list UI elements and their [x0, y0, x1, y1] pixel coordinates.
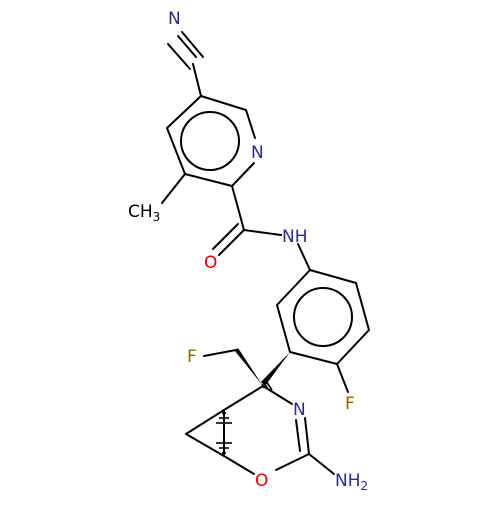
bond-py-n1-c2	[231, 162, 255, 187]
bond-ar-c4-c5	[289, 351, 338, 365]
bond-ar-f	[336, 363, 349, 393]
bond-ar-c6-c1	[276, 269, 311, 306]
atom-label-oxazine-n: N	[293, 400, 306, 420]
bond-py-c4-c5	[166, 95, 202, 129]
atom-label-amide-nh: NH	[282, 227, 308, 247]
bond-nitrile-triple-1	[167, 43, 191, 70]
hash-wedge-ca	[216, 412, 232, 424]
bond-cb-cp	[185, 433, 225, 457]
bond-ca-cp	[185, 409, 225, 435]
bond-ar-c2-c3	[355, 282, 370, 331]
bond-py-c5-c6	[200, 95, 247, 111]
hash-wedge-quaternary	[261, 380, 273, 391]
bond-methyl	[161, 173, 186, 204]
wedge-aryl-quaternary	[261, 352, 290, 386]
atom-label-methyl: CH3	[128, 202, 160, 224]
bond-n-c-amidine-1	[304, 417, 310, 455]
atom-label-carbonyl-o: O	[204, 253, 217, 273]
bond-nitrile-n-c	[177, 35, 197, 58]
bond-c2-carbonyl	[231, 185, 245, 231]
atom-label-methyl-sub: 3	[153, 210, 161, 224]
bond-py-c6-n1	[245, 109, 256, 139]
atom-label-amine: NH2	[335, 471, 368, 493]
pyridine-aromatic-ring	[180, 111, 240, 171]
bond-py-c3-c4	[166, 127, 186, 175]
bond-nh-aryl	[297, 243, 311, 271]
atom-label-pyridine-n: N	[251, 143, 264, 163]
wedge-ch2f	[235, 348, 263, 386]
bond-o-cb	[223, 455, 255, 475]
bond-ar-c1-c2	[309, 269, 357, 284]
bond-carbonyl-o-1	[218, 229, 245, 256]
bond-ch2-f	[203, 349, 237, 357]
bond-nitrile-c-ring	[192, 63, 202, 97]
atom-label-oxazine-o: O	[255, 471, 268, 491]
phenyl-aromatic-ring	[293, 287, 353, 347]
atom-label-fluoromethyl-f: F	[187, 347, 197, 367]
bond-c-o	[275, 453, 310, 471]
atom-label-nitrile-n: N	[168, 9, 181, 29]
bond-c-nh2	[308, 453, 335, 475]
bond-n-c-amidine-2	[295, 419, 301, 452]
atom-label-amine-base: NH	[335, 471, 361, 491]
bond-ar-c5-c6	[276, 304, 291, 353]
bond-carbonyl-o-2	[212, 223, 239, 250]
atom-label-methyl-base: CH	[128, 202, 153, 222]
bond-ar-c3-c4	[336, 329, 370, 365]
bond-q-ca	[223, 385, 264, 411]
bond-nitrile-triple-2	[181, 31, 204, 58]
hash-wedge-cb	[216, 442, 232, 454]
bond-py-c2-c3	[184, 173, 233, 187]
atom-label-fluoro-aryl: F	[345, 394, 355, 414]
atom-label-amine-sub: 2	[361, 479, 369, 493]
bond-carbonyl-nh	[243, 229, 282, 236]
